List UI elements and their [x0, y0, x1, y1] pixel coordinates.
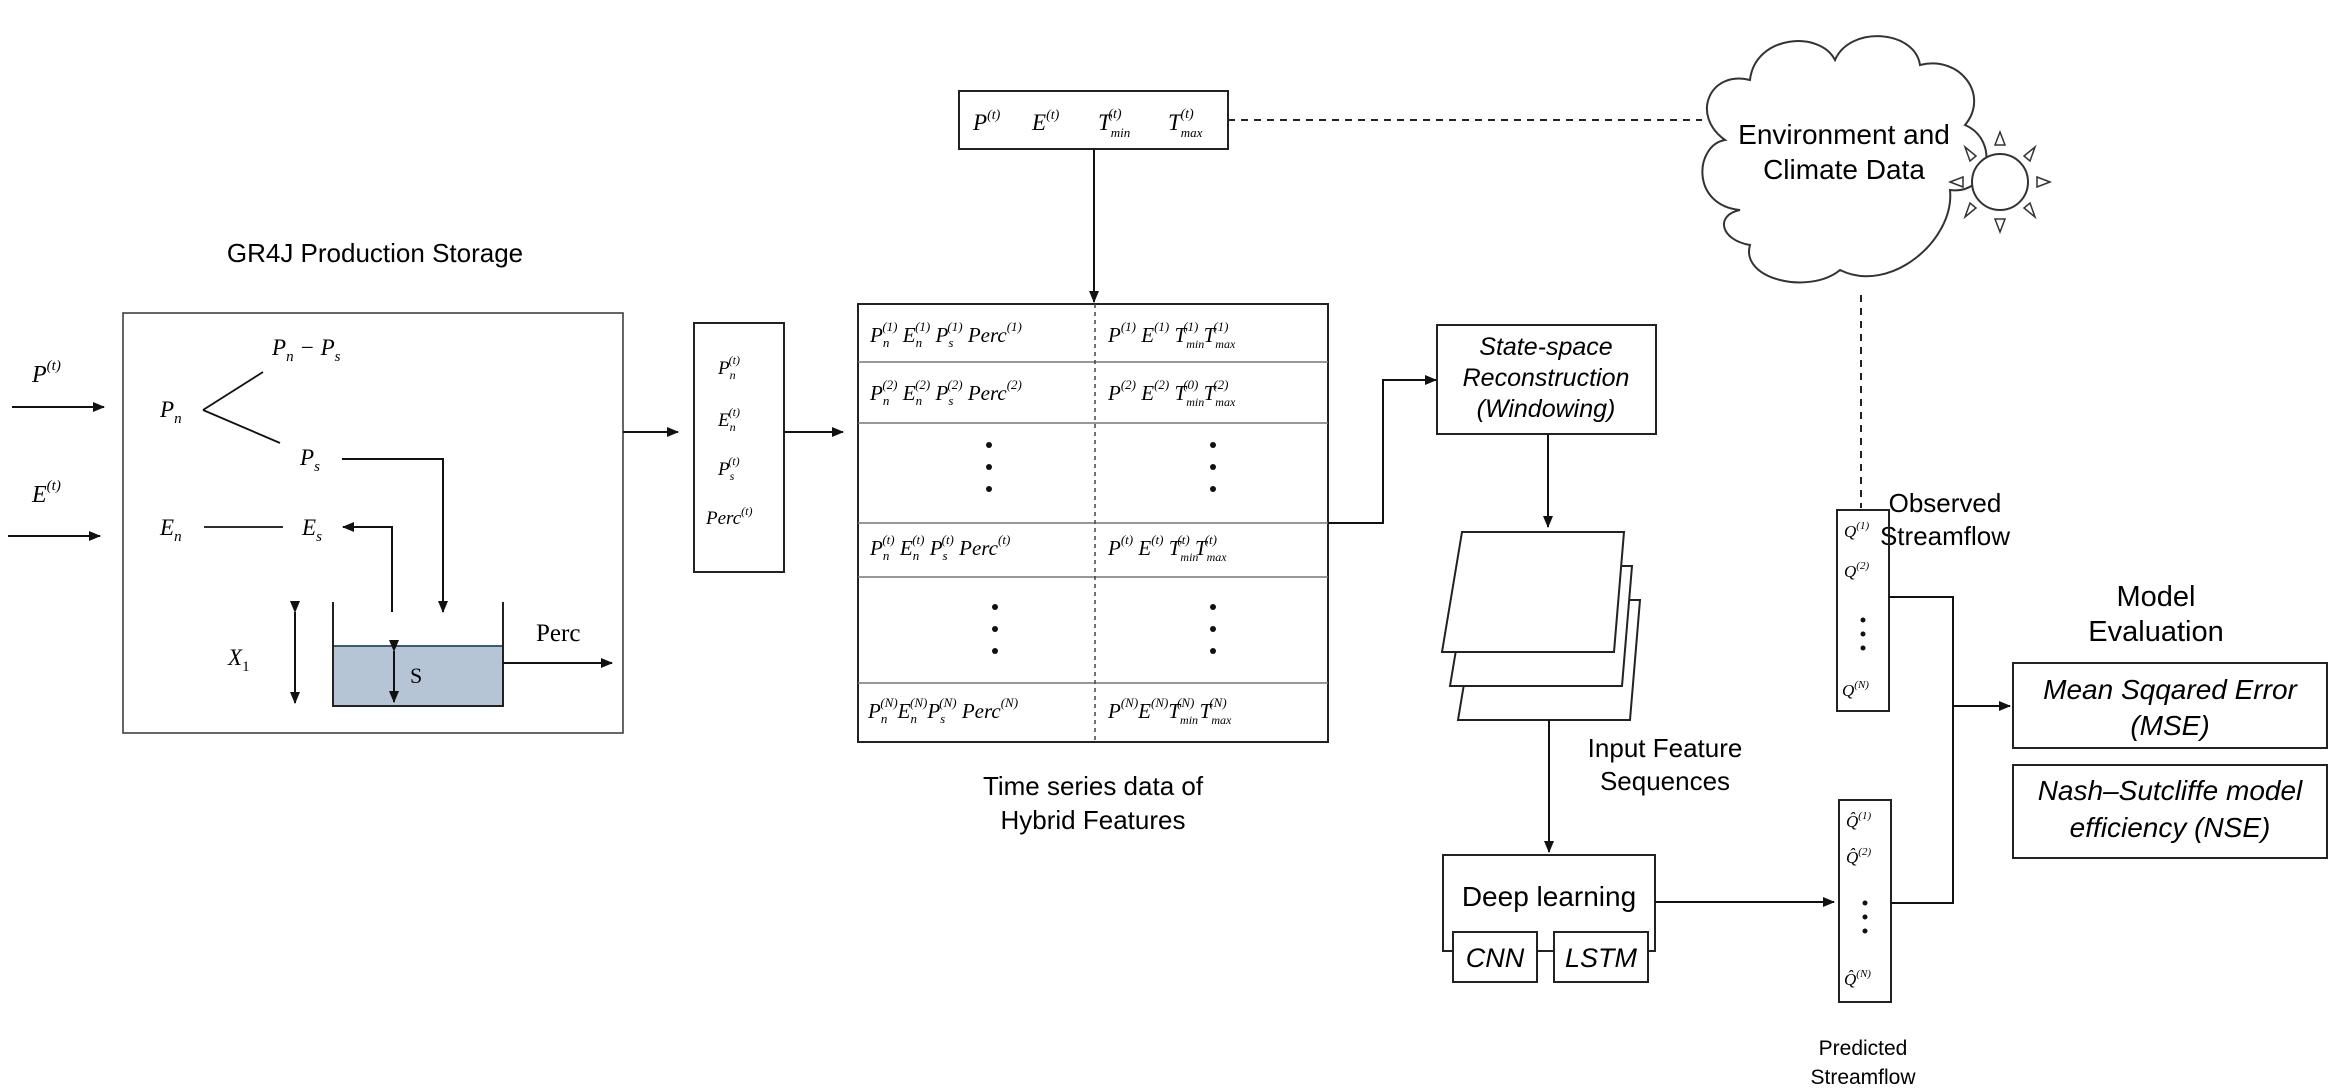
svg-text:En(t): En(t) — [717, 405, 740, 434]
svg-text:Ps(t): Ps(t) — [717, 454, 740, 483]
svg-text:Q(2): Q(2) — [1844, 560, 1869, 581]
mse-box — [2012, 662, 2328, 749]
gr4j-box — [122, 312, 624, 734]
svg-text:Predicted: Predicted — [1819, 1037, 1908, 1060]
svg-text:Pn(t) En(t) Ps(t) Perc(t): Pn(t) En(t) Ps(t) Perc(t) — [869, 532, 1010, 563]
svg-text:Evaluation: Evaluation — [2088, 616, 2223, 648]
svg-text:P(2) E(2) Tmin(0) Tmax(2): P(2) E(2) Tmin(0) Tmax(2) — [1107, 377, 1236, 409]
svg-text:P(N)E(N)Tmin(N) Tmax(N): P(N)E(N)Tmin(N) Tmax(N) — [1107, 695, 1232, 727]
svg-text:Pn(2) En(2) Ps(2) Perc(2): Pn(2) En(2) Ps(2) Perc(2) — [869, 377, 1022, 408]
svg-text:Tmax(t): Tmax(t) — [1168, 107, 1203, 140]
svg-text:P(t): P(t) — [972, 108, 1001, 135]
label-en: En — [159, 515, 182, 545]
svg-text:LSTM: LSTM — [1565, 943, 1638, 973]
climate-input-items: P(t) E(t) Tmin(t) Tmax(t) — [972, 107, 1203, 140]
svg-text:Q̂(2): Q̂(2) — [1846, 846, 1871, 867]
storage-tank: S — [332, 602, 504, 707]
svg-text:Nash–Sutcliffe model: Nash–Sutcliffe model — [2038, 775, 2303, 806]
nse-box — [2012, 764, 2328, 859]
gr4j-output-items: Pn(t) En(t) Ps(t) Perc(t) — [705, 353, 753, 529]
predicted-items: Q̂(1) Q̂(2) Q̂(N) — [1844, 810, 1871, 989]
svg-text:Pn(1) En(1) Ps(1) Perc(1): Pn(1) En(1) Ps(1) Perc(1) — [869, 319, 1022, 350]
svg-text:E(t): E(t) — [31, 478, 61, 508]
svg-text:Streamflow: Streamflow — [1810, 1066, 1916, 1089]
state-space-box — [1436, 324, 1657, 435]
svg-text:Model: Model — [2117, 581, 2196, 613]
svg-text:Mean Sqqared Error: Mean Sqqared Error — [2043, 674, 2298, 705]
svg-text:CNN: CNN — [1466, 943, 1525, 973]
svg-text:Q̂(N): Q̂(N) — [1844, 968, 1871, 989]
svg-text:P(t): P(t) — [31, 358, 61, 388]
svg-text:Q(1): Q(1) — [1844, 520, 1869, 541]
sun-icon — [1947, 129, 2053, 235]
svg-text:Sequences: Sequences — [1600, 766, 1730, 796]
table-ellipsis — [986, 442, 1216, 654]
svg-text:Climate Data: Climate Data — [1763, 154, 1925, 185]
svg-text:Pn(N)En(N)Ps(N) Perc(N): Pn(N)En(N)Ps(N) Perc(N) — [867, 695, 1018, 726]
svg-text:(MSE): (MSE) — [2130, 710, 2209, 741]
svg-text:Streamflow: Streamflow — [1880, 521, 2010, 551]
cnn-box — [1452, 931, 1538, 983]
climate-cloud: Environment and Climate Data — [1701, 35, 1988, 284]
gr4j-title: GR4J Production Storage — [227, 238, 523, 268]
svg-text:Perc(t): Perc(t) — [705, 504, 753, 529]
label-ps: Ps — [299, 445, 320, 475]
svg-text:P(1) E(1) Tmin(1) Tmax(1): P(1) E(1) Tmin(1) Tmax(1) — [1107, 319, 1236, 351]
svg-text:(Windowing): (Windowing) — [1477, 395, 1616, 423]
label-pn-minus-ps: Pn − Ps — [271, 335, 341, 365]
label-pn: Pn — [159, 397, 182, 427]
observed-items: Q(1) Q(2) Q(N) — [1842, 520, 1869, 700]
svg-text:Environment and: Environment and — [1738, 119, 1950, 150]
svg-text:Q(N): Q(N) — [1842, 679, 1869, 700]
svg-text:E(t): E(t) — [1031, 108, 1060, 135]
label-perc: Perc — [536, 620, 580, 647]
svg-text:Reconstruction: Reconstruction — [1463, 364, 1630, 392]
predicted-box — [1838, 799, 1892, 1003]
input-precipitation: P(t) — [12, 358, 105, 412]
svg-text:Input Feature: Input Feature — [1588, 733, 1743, 763]
svg-text:efficiency (NSE): efficiency (NSE) — [2070, 812, 2271, 843]
observed-box — [1836, 509, 1890, 712]
label-x1: X1 — [227, 645, 250, 675]
svg-text:Deep learning: Deep learning — [1462, 881, 1636, 912]
svg-text:Observed: Observed — [1889, 488, 2002, 518]
input-feature-stack — [1440, 531, 1642, 721]
svg-text:Pn(t): Pn(t) — [717, 353, 740, 382]
svg-text:P(t) E(t) Tmin(t) Tmax(t): P(t) E(t) Tmin(t) Tmax(t) — [1107, 532, 1227, 564]
input-evaporation: E(t) — [8, 478, 101, 541]
lstm-box — [1553, 931, 1649, 983]
label-es: Es — [301, 515, 322, 545]
gr4j-output-box — [693, 322, 785, 573]
svg-text:S: S — [410, 663, 422, 688]
svg-text:Tmin(t): Tmin(t) — [1098, 107, 1130, 140]
svg-text:State-space: State-space — [1479, 333, 1612, 361]
table-caption-1: Time series data of — [983, 771, 1204, 801]
svg-text:Q̂(1): Q̂(1) — [1846, 810, 1871, 831]
table-caption-2: Hybrid Features — [1001, 805, 1186, 835]
